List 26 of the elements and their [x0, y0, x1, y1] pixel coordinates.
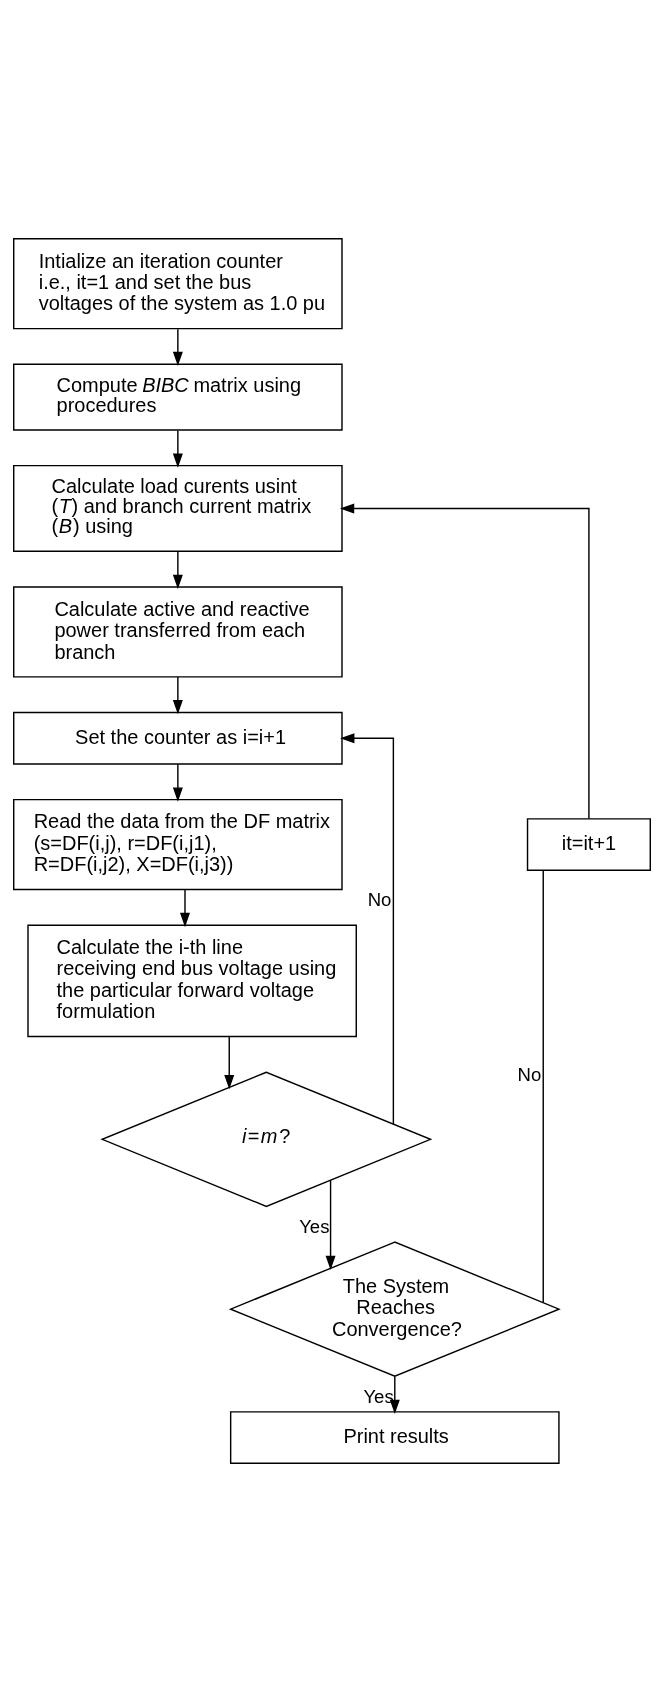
node-box: Set the counter as i=i+1: [13, 711, 343, 765]
arrow: [180, 888, 190, 928]
arrow: [340, 733, 395, 1125]
node-box: it=it+1: [526, 818, 651, 871]
node-box: Read the data from the DF matrix (s=DF(i,j), r=DF(i,j1), R=DF(i,j2), X=DF(i,j3)): [13, 798, 343, 891]
arrow: [172, 763, 183, 802]
edge-label: No: [517, 1064, 542, 1086]
arrow: [172, 550, 183, 590]
arrow: [325, 1179, 336, 1270]
node-box: Intialize an iteration counter i.e., it=1 and set the bus voltages of the system as 1.0 pu: [13, 238, 343, 330]
edge-label: Yes: [299, 1216, 330, 1238]
node-box: Calculate the i-th line receiving end bus voltage using the particular forward voltage formulation: [27, 924, 357, 1038]
node-box: Compute BIBC matrix using procedures: [13, 363, 343, 431]
connector: [542, 869, 544, 1304]
arrow: [339, 503, 590, 820]
arrow: [172, 676, 183, 715]
arrow: [224, 1036, 235, 1090]
edge-label: Yes: [363, 1386, 394, 1408]
node-diamond: The System Reaches Convergence?: [228, 1241, 561, 1377]
node-box: Print results: [229, 1411, 560, 1464]
arrow: [172, 328, 183, 366]
node-box: Calculate active and reactive power transferred from each branch: [13, 586, 343, 678]
node-box: Calculate load curents usint (T) and branch current matrix (B) using: [13, 464, 343, 552]
node-diamond: i=m?: [100, 1071, 433, 1208]
edge-label: No: [367, 889, 392, 911]
arrow: [172, 429, 183, 468]
